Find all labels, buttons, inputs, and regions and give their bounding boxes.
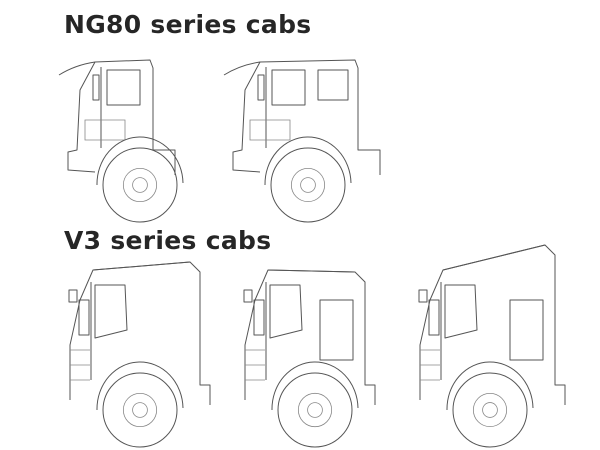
rear-door-window [319,299,354,361]
mirror-main [78,299,90,336]
ng80-short-cab [58,59,184,223]
rim [122,392,158,428]
roof-line [442,244,546,271]
bumper [67,152,96,173]
door-window [271,69,306,106]
mirror-main [253,299,265,336]
cab-outline [232,59,381,175]
mirror [257,74,265,101]
v3-low-cab [68,261,211,448]
wheel-arch [96,361,184,411]
hub [307,402,323,418]
section-title-v3: V3 series cabs [64,226,272,255]
hub [300,177,316,193]
v3-high-roof-cab [418,244,566,448]
door-window [269,284,303,339]
door-window [106,69,141,106]
v3-crew-cab [243,269,376,448]
tire [102,372,178,448]
wheel-arch [446,361,534,411]
hub [132,402,148,418]
grille [70,349,90,381]
tire [277,372,353,448]
cab-outline [244,269,376,405]
tire [270,147,346,223]
mirror [418,289,428,303]
ng80-crew-cab [223,59,381,223]
panel [249,119,291,141]
rim [290,167,326,203]
roof-line [92,261,191,271]
door-window [444,284,478,339]
grille [245,349,265,381]
section-title-ng80: NG80 series cabs [64,10,312,39]
rim [122,167,158,203]
bumper [232,152,261,173]
antenna [223,61,261,76]
grille [420,349,440,381]
rear-window [317,69,349,101]
panel [84,119,126,141]
wheel-arch [271,361,359,411]
mirror-main [428,299,440,336]
mirror [243,289,253,303]
wheel-arch [96,136,184,186]
wheel-arch [264,136,352,186]
rear-door-window [509,299,544,361]
hub [482,402,498,418]
cab-outline [67,59,176,175]
hub [132,177,148,193]
roof-line [267,269,356,273]
rim [472,392,508,428]
mirror [92,74,100,101]
antenna [58,61,96,76]
tire [102,147,178,223]
mirror [68,289,78,303]
door-window [94,284,128,339]
rim [297,392,333,428]
tire [452,372,528,448]
